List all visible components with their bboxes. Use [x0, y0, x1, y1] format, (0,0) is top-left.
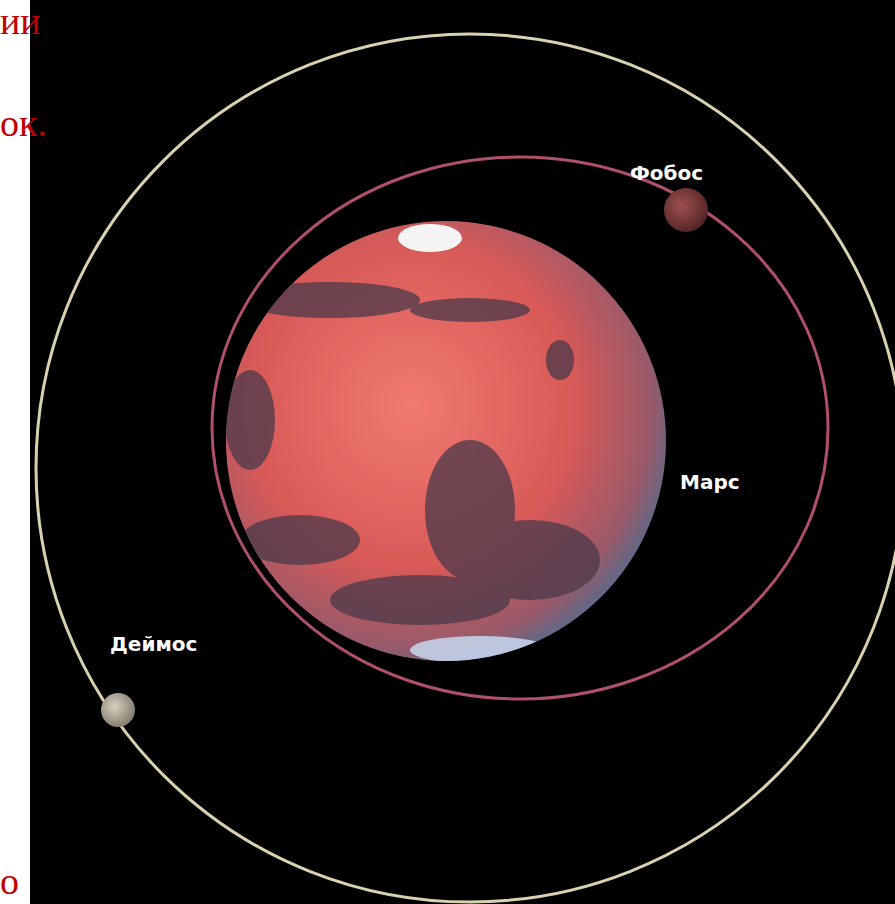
space-background [30, 0, 895, 904]
slide-text-fragment: ок. [0, 104, 47, 142]
deimos-orbit [36, 34, 895, 902]
phobos-moon [664, 188, 708, 232]
moon-label: Деймос [110, 634, 197, 654]
slide-text-fragment: ии [0, 2, 41, 40]
polar-cap [398, 224, 462, 252]
slide-text-fragment: о [0, 862, 19, 900]
phobos-orbit [212, 157, 828, 699]
polar-cap [410, 636, 550, 664]
deimos-moon [101, 693, 135, 727]
mars-planet [225, 221, 666, 664]
moon-label: Фобос [630, 163, 703, 183]
planet-label: Марс [680, 472, 740, 492]
